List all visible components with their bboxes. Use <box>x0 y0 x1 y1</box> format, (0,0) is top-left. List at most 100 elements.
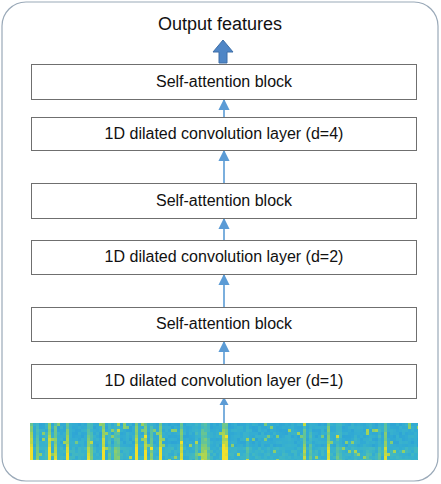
spectrogram-cell <box>201 441 204 444</box>
spectrogram-cell <box>42 441 45 444</box>
spectrogram-cell <box>267 432 270 435</box>
spectrogram-cell <box>297 447 300 450</box>
spectrogram-cell <box>237 459 240 460</box>
spectrogram-cell <box>414 432 417 435</box>
spectrogram-cell <box>201 450 204 453</box>
spectrogram-cell <box>303 432 306 435</box>
spectrogram-cell <box>321 447 324 450</box>
spectrogram-cell <box>249 453 252 456</box>
spectrogram-cell <box>30 429 33 432</box>
spectrogram-cell <box>417 444 418 447</box>
spectrogram-cell <box>189 429 192 432</box>
spectrogram-cell <box>288 456 291 459</box>
spectrogram-cell <box>414 444 417 447</box>
spectrogram-cell <box>360 456 363 459</box>
spectrogram-cell <box>183 429 186 432</box>
spectrogram-cell <box>282 426 285 429</box>
spectrogram-cell <box>57 435 60 438</box>
spectrogram-cell <box>36 453 39 456</box>
spectrogram-cell <box>75 432 78 435</box>
spectrogram-cell <box>54 450 57 453</box>
spectrogram-cell <box>69 438 72 441</box>
process-box: 1D dilated convolution layer (d=4) <box>31 117 417 151</box>
spectrogram-cell <box>132 432 135 435</box>
spectrogram-cell <box>66 432 69 435</box>
spectrogram-cell <box>261 459 264 460</box>
spectrogram-cell <box>165 453 168 456</box>
spectrogram-cell <box>84 459 87 460</box>
spectrogram-cell <box>291 444 294 447</box>
spectrogram-cell <box>129 444 132 447</box>
spectrogram-cell <box>270 450 273 453</box>
spectrogram-cell <box>108 429 111 432</box>
spectrogram-cell <box>186 450 189 453</box>
spectrogram-cell <box>87 450 90 453</box>
spectrogram-cell <box>156 450 159 453</box>
spectrogram-cell <box>267 435 270 438</box>
spectrogram-cell <box>300 456 303 459</box>
spectrogram-cell <box>111 456 114 459</box>
spectrogram-cell <box>36 447 39 450</box>
spectrogram-cell <box>159 453 162 456</box>
spectrogram-cell <box>111 435 114 438</box>
spectrogram-cell <box>81 459 84 460</box>
spectrogram-cell <box>225 444 228 447</box>
spectrogram-cell <box>309 459 312 460</box>
spectrogram-cell <box>294 453 297 456</box>
spectrogram-cell <box>210 453 213 456</box>
spectrogram-cell <box>258 459 261 460</box>
spectrogram-cell <box>282 432 285 435</box>
spectrogram-cell <box>39 459 42 460</box>
spectrogram-cell <box>102 453 105 456</box>
spectrogram-cell <box>69 447 72 450</box>
spectrogram-cell <box>72 450 75 453</box>
spectrogram-cell <box>213 444 216 447</box>
spectrogram-cell <box>96 438 99 441</box>
spectrogram-cell <box>354 459 357 460</box>
box-label: 1D dilated convolution layer (d=2) <box>105 248 344 266</box>
spectrogram-cell <box>33 456 36 459</box>
spectrogram-cell <box>174 447 177 450</box>
spectrogram-cell <box>354 447 357 450</box>
spectrogram-cell <box>147 432 150 435</box>
spectrogram-cell <box>129 450 132 453</box>
spectrogram-cell <box>36 444 39 447</box>
flow-arrow <box>223 219 225 240</box>
spectrogram-cell <box>180 444 183 447</box>
spectrogram-cell <box>168 441 171 444</box>
spectrogram-cell <box>348 426 351 429</box>
spectrogram-cell <box>213 438 216 441</box>
spectrogram-cell <box>258 426 261 429</box>
spectrogram-cell <box>60 444 63 447</box>
spectrogram-cell <box>291 450 294 453</box>
spectrogram-cell <box>243 447 246 450</box>
spectrogram-cell <box>168 456 171 459</box>
spectrogram-cell <box>339 450 342 453</box>
spectrogram-cell <box>348 441 351 444</box>
spectrogram-cell <box>120 426 123 429</box>
spectrogram-cell <box>405 459 408 460</box>
spectrogram-cell <box>246 423 249 426</box>
spectrogram-cell <box>282 438 285 441</box>
spectrogram-cell <box>159 435 162 438</box>
spectrogram-cell <box>267 444 270 447</box>
spectrogram-cell <box>369 444 372 447</box>
spectrogram-cell <box>201 444 204 447</box>
spectrogram-cell <box>198 438 201 441</box>
spectrogram-cell <box>348 450 351 453</box>
spectrogram-cell <box>324 432 327 435</box>
spectrogram-cell <box>381 450 384 453</box>
spectrogram-cell <box>249 441 252 444</box>
spectrogram-cell <box>279 444 282 447</box>
spectrogram-cell <box>207 435 210 438</box>
spectrogram-cell <box>297 459 300 460</box>
spectrogram-cell <box>339 456 342 459</box>
process-box: 1D dilated convolution layer (d=2) <box>31 240 417 275</box>
spectrogram-cell <box>366 423 369 426</box>
spectrogram-cell <box>102 456 105 459</box>
spectrogram-cell <box>225 438 228 441</box>
spectrogram-cell <box>288 435 291 438</box>
spectrogram-cell <box>246 426 249 429</box>
spectrogram-cell <box>261 438 264 441</box>
spectrogram-cell <box>204 450 207 453</box>
